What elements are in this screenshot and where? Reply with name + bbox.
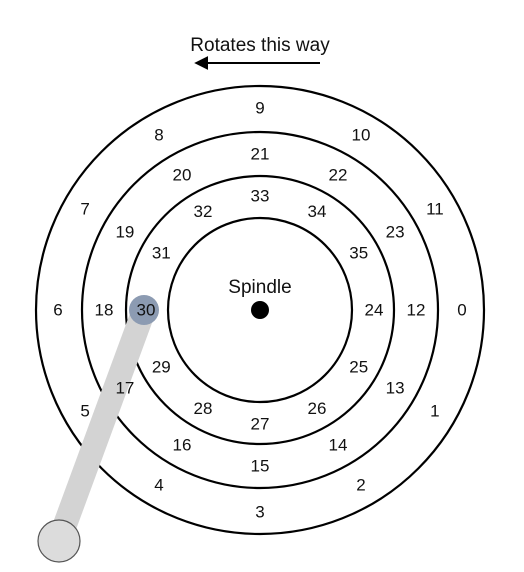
rotation-caption: Rotates this way — [190, 35, 330, 56]
sector-label: 33 — [251, 187, 270, 206]
sector-label: 32 — [194, 202, 213, 221]
sector-label: 10 — [352, 126, 371, 145]
sector-label: 18 — [95, 301, 114, 320]
sector-label: 30 — [137, 301, 156, 320]
sector-label: 8 — [154, 126, 163, 145]
sector-label: 34 — [308, 202, 327, 221]
sector-label: 17 — [115, 379, 134, 398]
sector-label: 13 — [386, 379, 405, 398]
sector-label: 25 — [349, 358, 368, 377]
sector-label: 1 — [430, 402, 439, 421]
sector-label: 9 — [255, 99, 264, 118]
sector-label: 5 — [80, 402, 89, 421]
sector-label: 31 — [152, 244, 171, 263]
sector-label: 27 — [251, 415, 270, 434]
sector-label: 15 — [251, 457, 270, 476]
sector-label: 21 — [251, 145, 270, 164]
sector-label: 19 — [115, 223, 134, 242]
sector-label: 12 — [407, 301, 426, 320]
sector-label: 0 — [457, 301, 466, 320]
sector-label: 23 — [386, 223, 405, 242]
sector-label: 35 — [349, 244, 368, 263]
spindle-icon — [251, 301, 269, 319]
sector-label: 24 — [365, 301, 384, 320]
sector-label: 26 — [308, 399, 327, 418]
sector-label: 28 — [194, 399, 213, 418]
sector-label: 2 — [356, 475, 365, 494]
disk-arm — [47, 305, 156, 546]
platter-outer-edge — [34, 84, 486, 536]
sector-label: 16 — [173, 436, 192, 455]
track-boundary-inner-hub — [166, 216, 354, 404]
sector-label: 3 — [255, 503, 264, 522]
sector-label: 14 — [329, 436, 348, 455]
sector-label: 22 — [329, 165, 348, 184]
track-boundary-middle-inner — [124, 174, 396, 446]
sector-label: 6 — [53, 301, 62, 320]
spindle-label: Spindle — [228, 277, 291, 298]
sector-label: 4 — [154, 475, 163, 494]
arm-pivot-icon — [37, 519, 81, 563]
sector-labels: 0123456789101112131415161718192021222324… — [53, 99, 466, 522]
track-boundary-outer-middle — [80, 130, 440, 490]
sector-label: 7 — [80, 200, 89, 219]
sector-label: 20 — [173, 165, 192, 184]
read-write-head-icon — [129, 295, 159, 325]
sector-label: 11 — [426, 200, 444, 219]
sector-label: 29 — [152, 358, 171, 377]
